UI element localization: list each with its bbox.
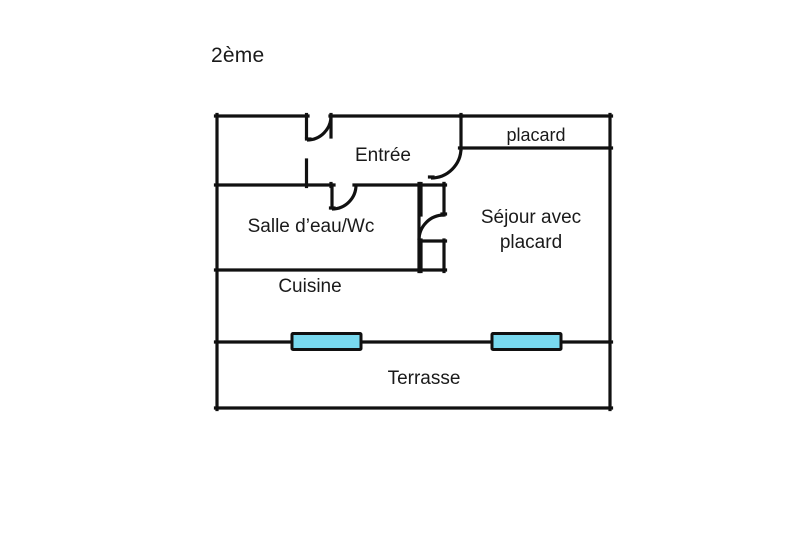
window-left-glazing bbox=[290, 332, 363, 351]
room-label-salle-deau: Salle d’eau/Wc bbox=[248, 216, 375, 237]
window-left bbox=[290, 332, 363, 351]
top-band-walls bbox=[213, 112, 464, 189]
window-right bbox=[490, 332, 563, 351]
room-label-sejour-line2: placard bbox=[500, 232, 562, 253]
salle-deau-room: Salle d’eau/Wc bbox=[213, 181, 423, 274]
sejour-room: Séjour avec placard bbox=[442, 181, 581, 253]
placard-room: placard bbox=[457, 112, 614, 152]
door-arc-salle bbox=[331, 184, 358, 211]
page-title: 2ème bbox=[211, 44, 265, 67]
outer-walls bbox=[213, 112, 614, 412]
room-label-entree: Entrée bbox=[355, 145, 411, 166]
door-arc-entree-left bbox=[306, 115, 333, 142]
corridor-door-block bbox=[417, 181, 448, 274]
room-label-cuisine: Cuisine bbox=[278, 276, 341, 297]
room-label-terrasse: Terrasse bbox=[388, 368, 461, 389]
door-entree-to-sejour bbox=[427, 147, 463, 180]
door-arc-corridor bbox=[417, 213, 445, 241]
terrasse-room: Terrasse bbox=[388, 368, 461, 389]
room-label-sejour-line1: Séjour avec bbox=[481, 207, 581, 228]
door-arc-sejour bbox=[430, 147, 463, 180]
room-label-placard: placard bbox=[506, 125, 565, 145]
window-right-glazing bbox=[490, 332, 563, 351]
